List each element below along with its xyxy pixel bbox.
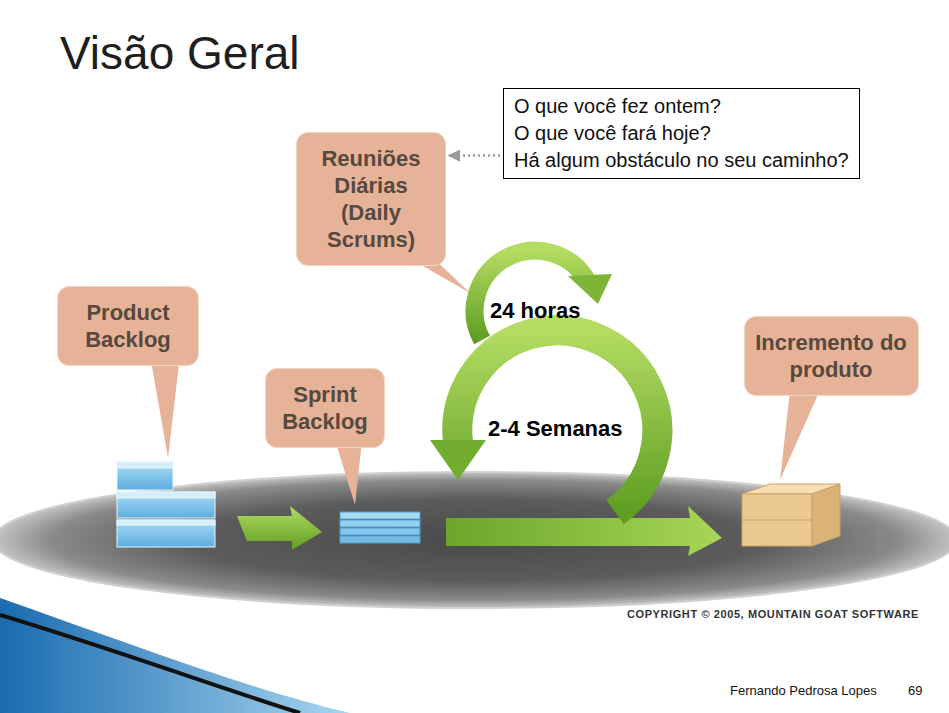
sprint-loop-head	[430, 440, 486, 480]
floor-ellipse	[0, 472, 949, 608]
callout-bubble: Incremento do produto	[744, 316, 919, 396]
corner-swoosh	[0, 598, 350, 713]
node-text: Reuniões Diárias (Daily Scrums)	[321, 146, 420, 252]
node-text: Há algum obstáculo no seu caminho?	[514, 147, 849, 174]
sprint-loop	[457, 330, 657, 512]
floor-highlight	[0, 472, 949, 608]
callout-bubble: Reuniões Diárias (Daily Scrums)	[296, 132, 446, 266]
corner-stripe	[0, 615, 300, 713]
node-text: O que você fez ontem?	[514, 93, 849, 120]
sprint-backlog-stack	[340, 512, 420, 543]
bubble-tails	[150, 250, 820, 505]
node-text: Product Backlog	[85, 300, 171, 352]
product-backlog-cubes	[117, 462, 215, 547]
question-box: O que você fez ontem?O que você fará hoj…	[503, 88, 860, 179]
cycle-label: 24 horas	[490, 298, 581, 324]
copyright-note: COPYRIGHT © 2005, MOUNTAIN GOAT SOFTWARE	[627, 608, 919, 620]
daily-loop	[475, 251, 588, 340]
increment-box	[742, 484, 840, 546]
node-text: Sprint Backlog	[282, 382, 368, 434]
page-number: 69	[908, 683, 922, 698]
node-text: O que você fará hoje?	[514, 120, 849, 147]
author-footer: Fernando Pedrosa Lopes	[730, 683, 877, 698]
flow-arrow	[237, 506, 322, 550]
cycle-label: 2-4 Semanas	[488, 416, 623, 442]
node-text: Incremento do produto	[755, 330, 907, 382]
dotted-connector	[449, 154, 500, 157]
callout-bubble: Product Backlog	[57, 286, 199, 366]
sprint-band	[446, 506, 722, 556]
callout-bubble: Sprint Backlog	[265, 368, 385, 448]
slide-title: Visão Geral	[60, 26, 300, 80]
